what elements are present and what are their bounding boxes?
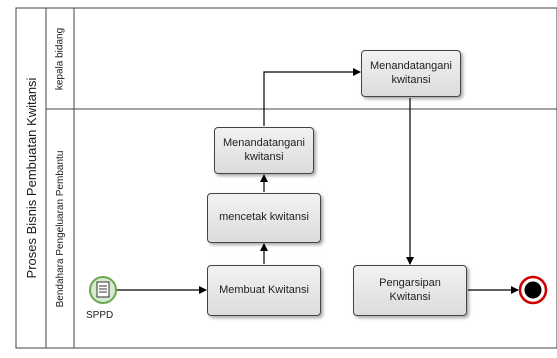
- lane-title-bendahara: Bendahara Pengeluaran Pembantu: [54, 150, 66, 308]
- document-icon: [96, 281, 110, 298]
- start-event-label: SPPD: [86, 310, 114, 321]
- task-pengarsipan-kwitansi[interactable]: Pengarsipan Kwitansi: [353, 265, 467, 316]
- task-mencetak-kwitansi[interactable]: mencetak kwitansi: [207, 193, 321, 243]
- task-menandatangani-bendahara[interactable]: Menandatangani kwitansi: [214, 127, 314, 174]
- pool-border: [15, 7, 557, 349]
- pool-title: Proses Bisnis Pembuatan Kwitansi: [23, 77, 39, 279]
- task-menandatangani-kepala[interactable]: Menandatangani kwitansi: [361, 50, 461, 97]
- end-event-fill: [524, 281, 542, 299]
- lane-title-kepala-bidang: kepala bidang: [54, 27, 65, 91]
- flow-menandatangani-to-kepala: [263, 68, 361, 126]
- task-membuat-kwitansi[interactable]: Membuat Kwitansi: [207, 265, 321, 316]
